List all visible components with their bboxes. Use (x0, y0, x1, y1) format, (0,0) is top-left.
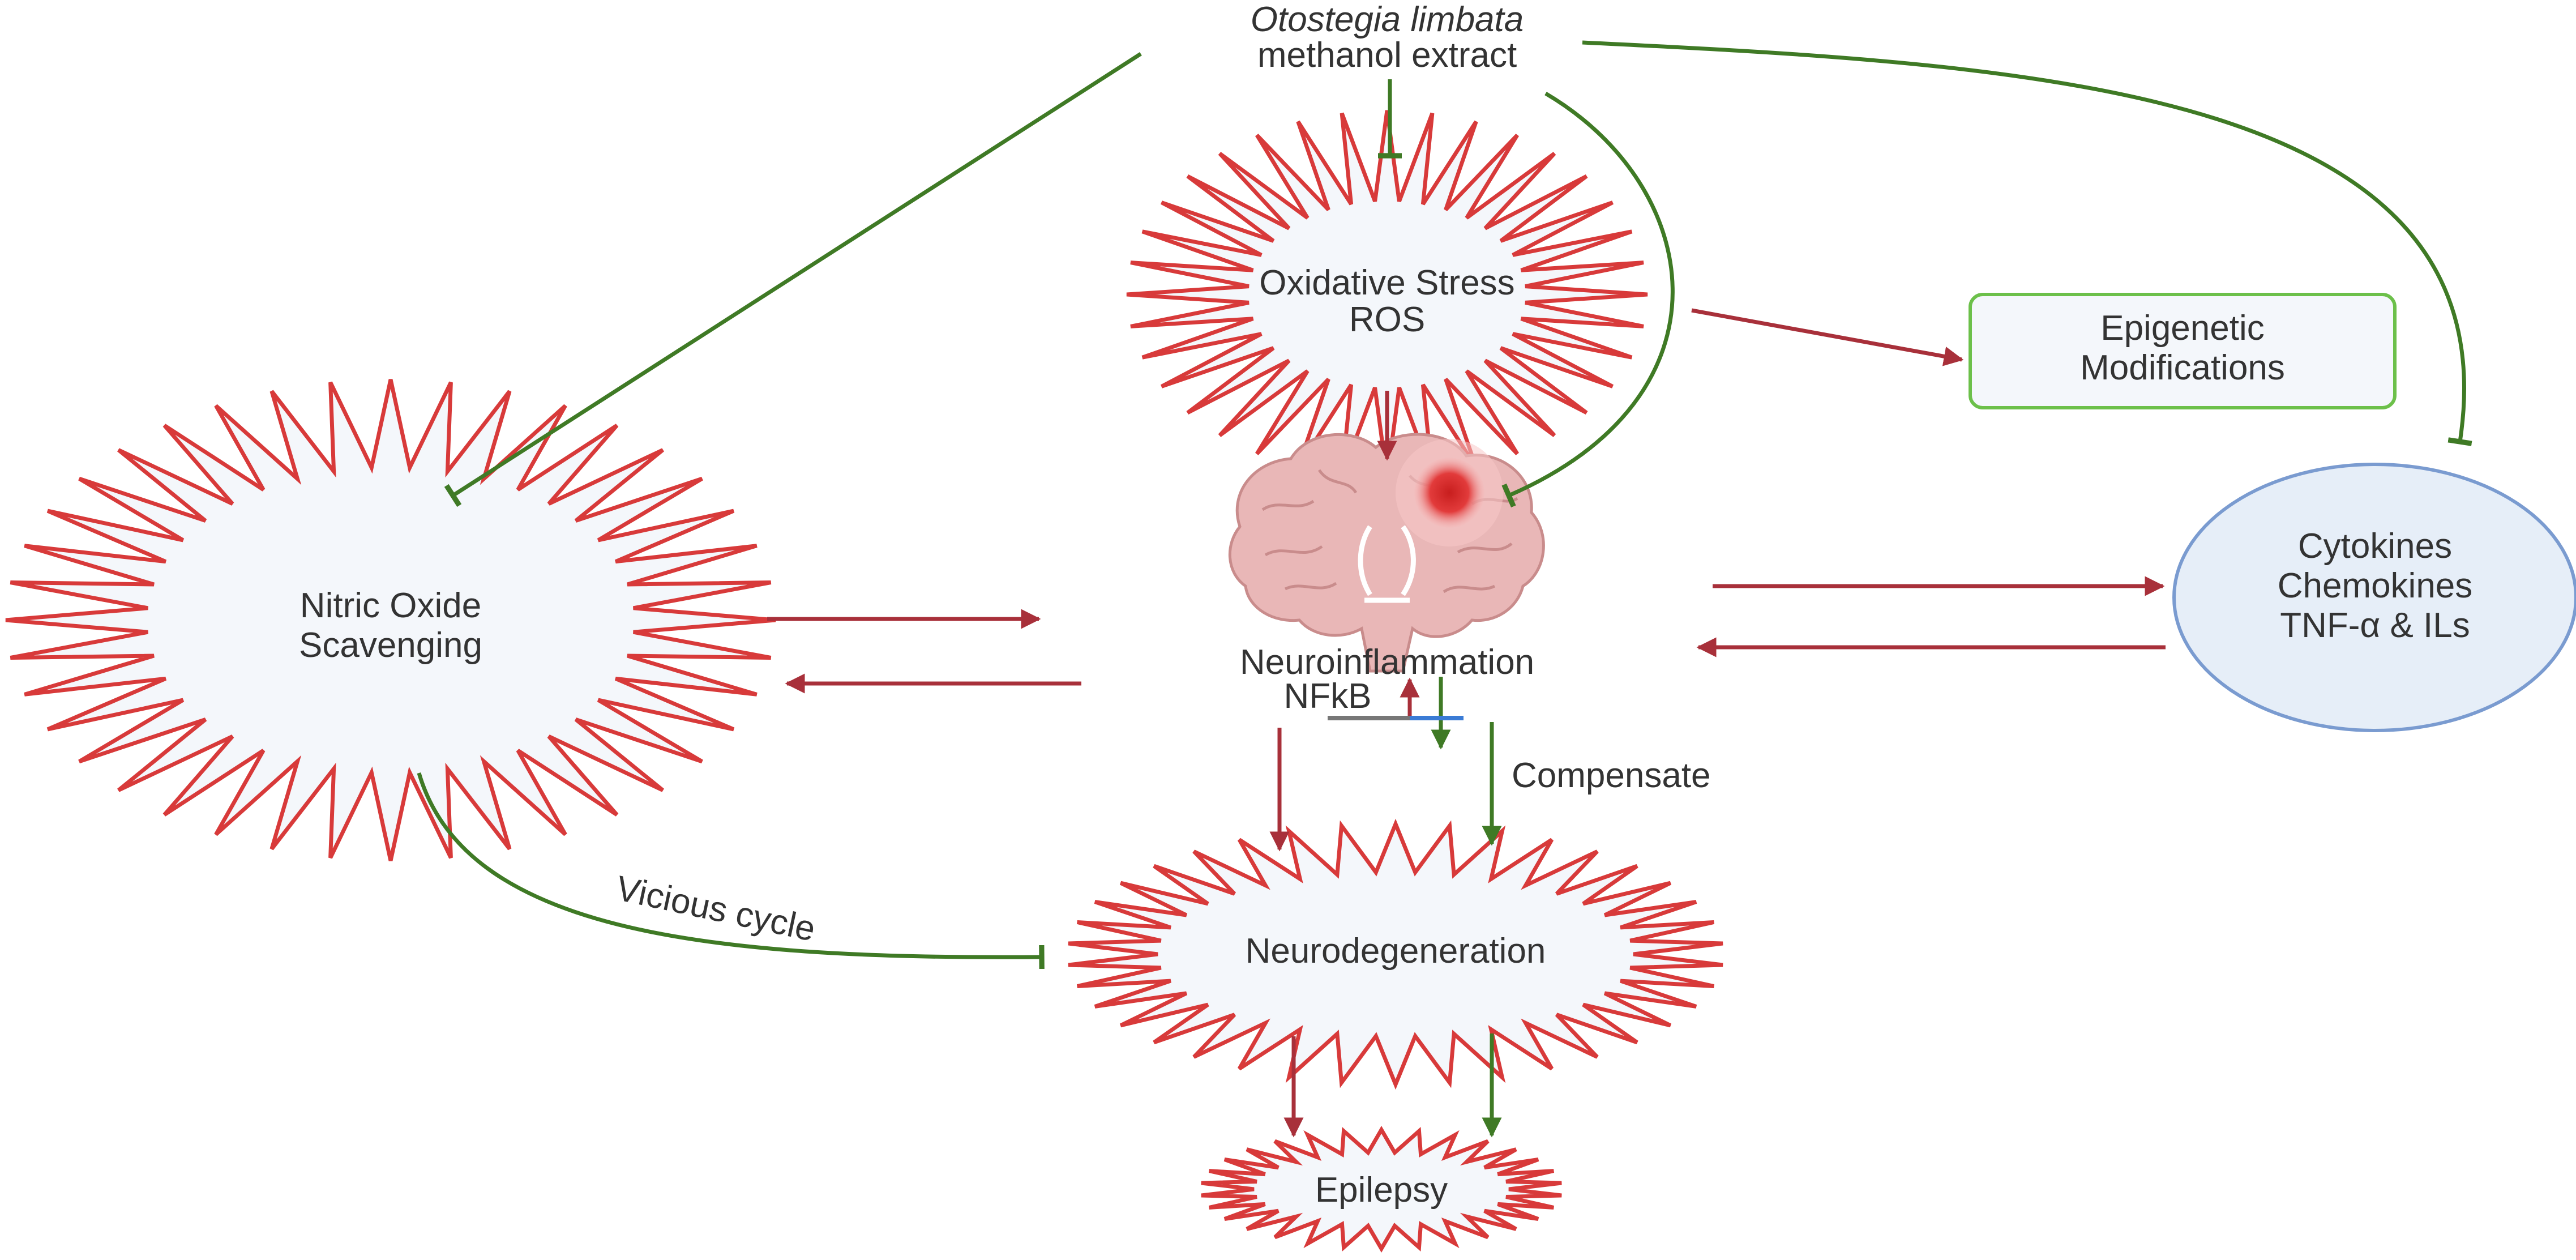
extract-inhibits-neuroinflammation (1501, 91, 1675, 508)
neurodegeneration-burst (1068, 818, 1723, 1090)
modifications-label: Modifications (2080, 348, 2285, 387)
neuroinflammation-label: Neuroinflammation (1240, 643, 1534, 682)
scavenging-label: Scavenging (299, 626, 482, 665)
epilepsy-label: Epilepsy (1315, 1171, 1448, 1210)
cytokines-circle (2172, 463, 2576, 732)
cytokines-label: Cytokines (2298, 527, 2452, 566)
epigenetic-modifications-box (1969, 293, 2397, 409)
brain-icon (1228, 433, 1545, 673)
tnf-ils-label: TNF-α & ILs (2280, 606, 2470, 645)
oxidative-stress-label: Oxidative Stress (1259, 263, 1514, 302)
extract-inhibits-nitric-oxide (444, 52, 1142, 507)
source-subtitle: methanol extract (1257, 36, 1517, 75)
compensate-label: Compensate (1512, 756, 1711, 795)
nfkb-label: NFkB (1284, 677, 1372, 716)
chemokines-label: Chemokines (2278, 566, 2473, 605)
vicious-cycle-label: Vicious cycle (613, 869, 819, 949)
ros-label: ROS (1349, 300, 1425, 339)
ros-to-epigenetic-arrow (1691, 308, 1964, 366)
epigenetic-label: Epigenetic (2100, 309, 2265, 348)
vicious-cycle-inhibition (417, 772, 1045, 969)
neurodegeneration-label: Neurodegeneration (1246, 932, 1546, 971)
epilepsy-burst (1201, 1126, 1562, 1253)
nitric-oxide-burst (5, 379, 776, 861)
extract-inhibits-cytokines (1582, 40, 2472, 446)
source-title: Otostegia limbata (1251, 0, 1524, 39)
nitric-oxide-label: Nitric Oxide (300, 586, 481, 625)
